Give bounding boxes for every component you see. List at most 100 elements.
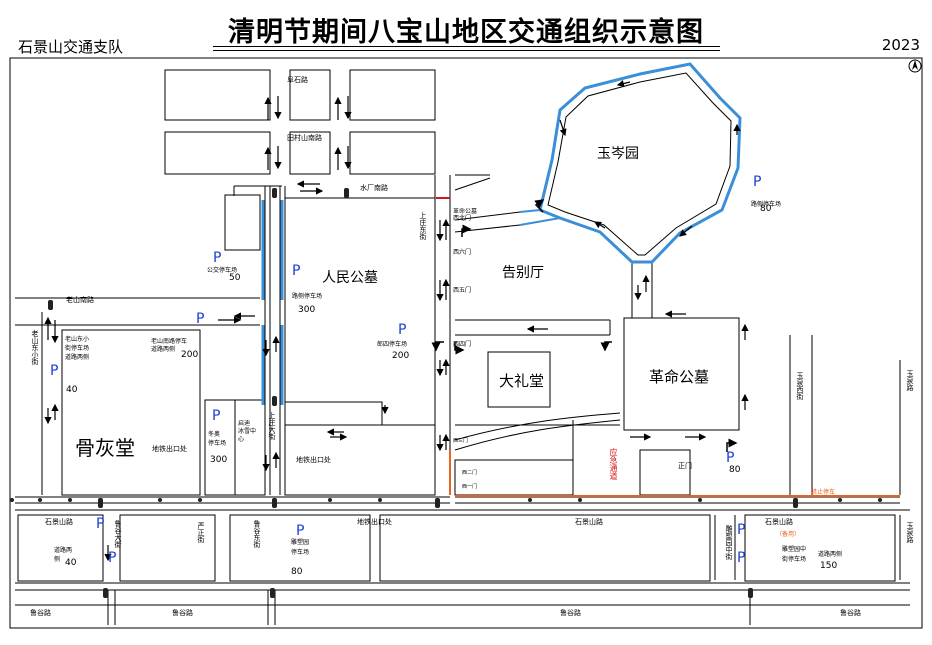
gate-zhengmen: 正门 xyxy=(678,461,692,470)
signal-icon xyxy=(272,188,277,198)
parking-lugu-name: 道路两 侧 xyxy=(54,547,73,563)
map-frame xyxy=(9,57,923,629)
geming-block xyxy=(623,317,740,431)
parking-lubian-num: 300 xyxy=(298,305,315,315)
gate-xi1: 西一门 xyxy=(462,483,477,490)
parking-p-icon: P xyxy=(50,363,58,379)
qidi-label: 启迪 冰雪中 心 xyxy=(238,420,257,443)
signal-icon xyxy=(270,588,275,598)
emergency-label: 应急通道 xyxy=(609,448,618,480)
parking-langsi-num: 200 xyxy=(392,351,409,361)
parking-laoshandong-name: 老山东小 街停车场 道路两侧 xyxy=(65,336,90,361)
parking-p-icon: P xyxy=(212,408,220,424)
signal-icon xyxy=(272,396,277,406)
yuqin-loop-lane xyxy=(538,62,742,264)
parking-roadside: 道路两侧 xyxy=(818,550,842,558)
parking-p-icon: P xyxy=(737,522,745,538)
parking-p-icon: P xyxy=(292,263,300,279)
parking-yuqin-name: 路侧停车场 xyxy=(751,200,781,208)
road-yuquan-xi: 玉泉西街 xyxy=(796,372,804,400)
parking-diaosuzhong-num: 150 xyxy=(820,561,837,571)
map-title: 清明节期间八宝山地区交通组织示意图 xyxy=(228,17,704,48)
block xyxy=(224,194,261,251)
label-guhui: 骨灰堂 xyxy=(75,436,135,460)
yuqin-loop-inner xyxy=(547,72,732,256)
issuer-unit: 石景山交通支队 xyxy=(18,38,124,56)
gate-xi4: 西四门 xyxy=(453,340,471,348)
blue-lanes xyxy=(261,200,284,405)
road-diaosu-zhong: 雕塑园中街 xyxy=(725,525,733,560)
turn-arrows xyxy=(431,199,738,452)
road-lugu-2: 鲁谷路 xyxy=(172,608,193,617)
road-yuquan-2: 玉泉路 xyxy=(906,522,914,543)
road-lugu-dong: 鲁谷东街 xyxy=(253,520,261,548)
road-fushi: 阜石路 xyxy=(287,75,308,84)
road-shuichang: 水厂南路 xyxy=(360,183,388,192)
year-label: 2023 xyxy=(881,36,920,54)
label-renmin: 人民公墓 xyxy=(322,270,378,286)
parking-dongao-num: 300 xyxy=(210,455,227,465)
parking-langsi-name: 郎四停车场 xyxy=(377,340,407,348)
signal-icon xyxy=(435,498,440,508)
road-shijingshan-e: 石景山路 xyxy=(575,517,603,526)
block xyxy=(164,131,271,175)
road-lugu-4: 鲁谷路 xyxy=(840,608,861,617)
gate-beimen: 革命公墓 西北门 xyxy=(453,208,478,222)
road-tiancun: 田村山南路 xyxy=(287,133,322,142)
signal-icon xyxy=(98,498,103,508)
title-underline-2 xyxy=(213,50,720,51)
noparking-label: 禁止停车 xyxy=(811,488,835,496)
parking-p-icon: P xyxy=(296,523,304,539)
parking-lubian-name: 路侧停车场 xyxy=(292,292,322,300)
block xyxy=(349,69,436,121)
signal-icon xyxy=(103,588,108,598)
parking-laoshan-name: 老山南路停车 道路两侧 xyxy=(151,338,188,353)
metro-exit-3: 地铁出口处 xyxy=(357,517,392,526)
parking-laoshandong-num: 40 xyxy=(66,385,78,395)
parking-gongjiao-name: 公交停车场 xyxy=(207,266,237,274)
road-lugu-1: 鲁谷路 xyxy=(30,608,51,617)
signal-icon xyxy=(272,498,277,508)
parking-backup-note: （备用） xyxy=(776,530,800,538)
road-shangzhuang-dong: 上庄东街 xyxy=(419,212,427,240)
parking-p-icon: P xyxy=(726,450,734,466)
label-yuqin: 玉岑园 xyxy=(597,146,639,162)
road-lugu-3: 鲁谷路 xyxy=(560,608,581,617)
parking-p-icon: P xyxy=(96,516,104,532)
parking-laoshan-num: 200 xyxy=(181,350,198,360)
parking-p-icon: P xyxy=(398,322,406,338)
parking-geming-num: 80 xyxy=(729,465,741,475)
signal-icon xyxy=(793,498,798,508)
signal-icon xyxy=(748,588,753,598)
road-shangzhuang-da: 上庄大街 xyxy=(268,412,276,440)
metro-exit-1: 地铁出口处 xyxy=(152,444,187,453)
signal-icon xyxy=(344,188,349,198)
parking-p-icon: P xyxy=(753,174,761,190)
gate-xi5: 西五门 xyxy=(453,286,471,294)
block xyxy=(349,131,436,175)
parking-p-icon: P xyxy=(108,550,116,566)
parking-diaosu-name: 雕塑园 停车场 xyxy=(291,539,310,556)
emergency-lane xyxy=(449,450,900,497)
road-shijingshan-r: 石景山路 xyxy=(765,517,793,526)
traffic-signals xyxy=(10,188,882,598)
road-laoshan: 老山南路 xyxy=(66,295,94,304)
signal-icon xyxy=(48,300,53,310)
block xyxy=(164,69,271,121)
label-dali: 大礼堂 xyxy=(499,372,544,390)
label-gaobie: 告别厅 xyxy=(502,265,544,281)
title-underline xyxy=(213,46,720,47)
road-yuquan: 玉泉路 xyxy=(906,370,914,391)
parking-diaosuzhong-name: 雕塑园中 街停车场 xyxy=(782,546,807,563)
road-yanzheng: 严正街 xyxy=(197,522,205,543)
parking-diaosu-num: 80 xyxy=(291,567,303,577)
dali-block xyxy=(487,351,551,408)
gate-xi2: 西二门 xyxy=(462,469,477,476)
north-arrow-icon xyxy=(908,59,922,73)
metro-exit-2: 地铁出口处 xyxy=(296,455,331,464)
parking-dongao-name: 冬奥 停车场 xyxy=(208,431,227,447)
gate-xi6: 西六门 xyxy=(453,248,471,256)
parking-p-icon: P xyxy=(213,250,221,266)
road-laoshan-dongxiao: 老山东小街 xyxy=(31,330,39,365)
